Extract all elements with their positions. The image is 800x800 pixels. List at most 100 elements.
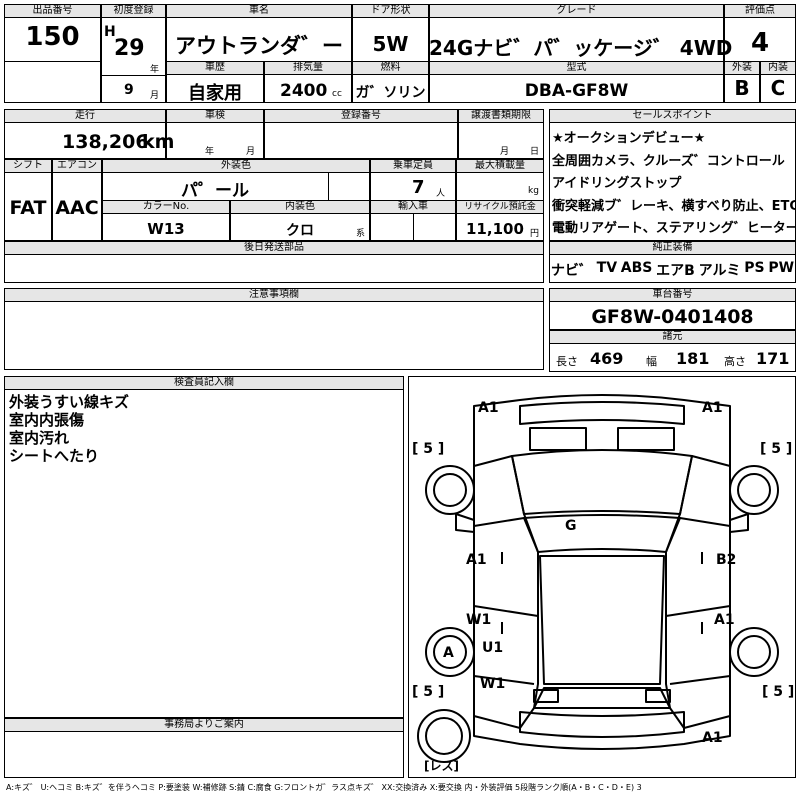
- front-right-hub: [737, 473, 771, 507]
- rear-lights: [533, 689, 671, 703]
- selling-point: 衝突軽減ブ゛レーキ、横すべり防止、ETC: [552, 198, 796, 214]
- mileage-label: 走行: [4, 109, 166, 123]
- transfer-label: 譲渡書類期限: [458, 109, 544, 123]
- damage-mark: A: [443, 645, 454, 661]
- front-grille: [529, 427, 675, 451]
- ac-label: エアコン: [52, 159, 102, 173]
- damage-mark: W1: [480, 676, 506, 692]
- inspector-notes: 外装うすい線キズ 室内内張傷 室内汚れ シートへたり: [9, 393, 129, 465]
- model-label: 型式: [429, 61, 724, 75]
- front-left-hub: [433, 473, 467, 507]
- door-label: ドア形状: [352, 4, 429, 18]
- front-bumper: [519, 401, 685, 425]
- car-body-outline: [473, 394, 731, 750]
- load-unit: kg: [528, 186, 539, 196]
- chassis-value: GF8W-0401408: [591, 306, 754, 328]
- int-color-label: 内装色: [230, 200, 370, 214]
- dims-width-label: 幅: [646, 355, 657, 368]
- damage-mark: A1: [466, 552, 487, 568]
- lot-label: 出品番号: [4, 4, 101, 18]
- spare-hub: [425, 717, 463, 755]
- selling-points-label: セールスポイント: [549, 109, 796, 123]
- selling-point: ★オークションデビュー★: [552, 131, 706, 146]
- later-parts-label: 後日発送部品: [4, 241, 544, 255]
- dims-len-value: 469: [590, 349, 624, 368]
- legend: A:キズ゛ U:ヘコミ B:キズ゛を伴うヘコミ P:要塗装 W:補修跡 S:錆 …: [6, 783, 642, 792]
- damage-mark: U1: [482, 640, 504, 656]
- load-label: 最大積載量: [456, 159, 544, 173]
- right-side-panels: [665, 455, 731, 729]
- exterior-label: 外装: [724, 61, 760, 75]
- grade-label: グレード: [429, 4, 724, 18]
- selling-points-list: ★オークションデビュー★ 全周囲カメラ、クルーズ゛コントロール アイドリングスト…: [552, 128, 796, 241]
- left-mirror: [455, 513, 475, 533]
- damage-mark: [ 5 ]: [412, 684, 445, 700]
- interior-label: 内装: [760, 61, 796, 75]
- chassis-label: 車台番号: [549, 288, 796, 302]
- damage-mark: W1: [466, 612, 492, 628]
- rear-left-hub: [433, 635, 467, 669]
- inspector-note: シートへたり: [9, 447, 100, 465]
- car-name: アウトランダ゛ー: [175, 34, 343, 58]
- selling-point: アイドリングストップ: [552, 176, 682, 191]
- displacement-unit: cc: [332, 89, 342, 99]
- int-color-value: クロ: [286, 223, 314, 239]
- equipment-item: ナビ゛: [550, 263, 593, 279]
- windshield: [523, 514, 681, 553]
- car-name-label: 車名: [166, 4, 352, 18]
- capacity-label: 乗車定員: [370, 159, 456, 173]
- reg-month-unit: 月: [150, 91, 160, 101]
- reg-month: 9: [124, 82, 134, 98]
- notes-label: 注意事項欄: [4, 288, 544, 302]
- import-divider: [413, 214, 414, 241]
- colorno-label: カラーNo.: [102, 200, 230, 214]
- equipment-item: PW: [768, 260, 795, 276]
- inspector-label: 検査員記入欄: [4, 376, 404, 390]
- equipment-item: PS: [744, 260, 765, 276]
- model-value: DBA-GF8W: [524, 81, 629, 101]
- office-label: 事務局よりご案内: [4, 718, 404, 732]
- capacity-unit: 人: [436, 189, 446, 199]
- equipment-item: エアB: [656, 263, 695, 279]
- selling-point: 電動リアゲート、ステアリング゛ヒーター: [552, 221, 796, 236]
- right-mirror: [729, 513, 749, 533]
- recycle-label: リサイクル預託金: [456, 200, 544, 214]
- capacity-value: 7: [412, 177, 425, 198]
- recycle-unit: 円: [530, 229, 540, 239]
- damage-mark: B2: [716, 552, 737, 568]
- shift-label: シフト: [4, 159, 52, 173]
- lot-sub-box: [4, 61, 101, 103]
- selling-point: 全周囲カメラ、クルーズ゛コントロール: [552, 153, 785, 169]
- inspector-note: 外装うすい線キズ: [9, 393, 130, 411]
- inspector-note: 室内汚れ: [9, 429, 70, 447]
- inspection-year-unit: 年: [205, 147, 215, 157]
- hood: [511, 449, 693, 515]
- equipment-item: TV: [596, 260, 618, 276]
- car-diagram-box: [408, 376, 796, 778]
- damage-mark: [ 5 ]: [762, 684, 795, 700]
- rear-right-hub: [737, 635, 771, 669]
- dims-label: 諸元: [549, 330, 796, 344]
- reg-divider: [101, 75, 166, 76]
- damage-mark: A1: [702, 730, 723, 746]
- dims-width-value: 181: [676, 349, 710, 368]
- damage-mark: G: [565, 518, 577, 534]
- transfer-month-unit: 月: [500, 147, 510, 157]
- equipment-list: ナビ゛ TV ABS エアB アルミ PS PW: [549, 260, 796, 280]
- reg-year: 29: [114, 36, 145, 61]
- inspection-label: 車検: [166, 109, 264, 123]
- color-value: パ゜ール: [181, 181, 249, 201]
- ac-value: AAC: [55, 197, 99, 219]
- regno-label: 登録番号: [264, 109, 458, 123]
- damage-mark: [ 5 ]: [760, 441, 793, 457]
- fuel-value: ガ゛ソリン: [355, 85, 426, 101]
- dims-len-label: 長さ: [556, 355, 578, 368]
- displacement-label: 排気量: [264, 61, 352, 75]
- roof: [539, 555, 665, 685]
- equipment-label: 純正装備: [549, 241, 796, 255]
- int-color-unit: 系: [356, 229, 366, 239]
- inspector-note: 室内内張傷: [9, 411, 85, 429]
- history-label: 車歴: [166, 61, 264, 75]
- damage-mark: A1: [702, 400, 723, 416]
- damage-mark: A1: [478, 400, 499, 416]
